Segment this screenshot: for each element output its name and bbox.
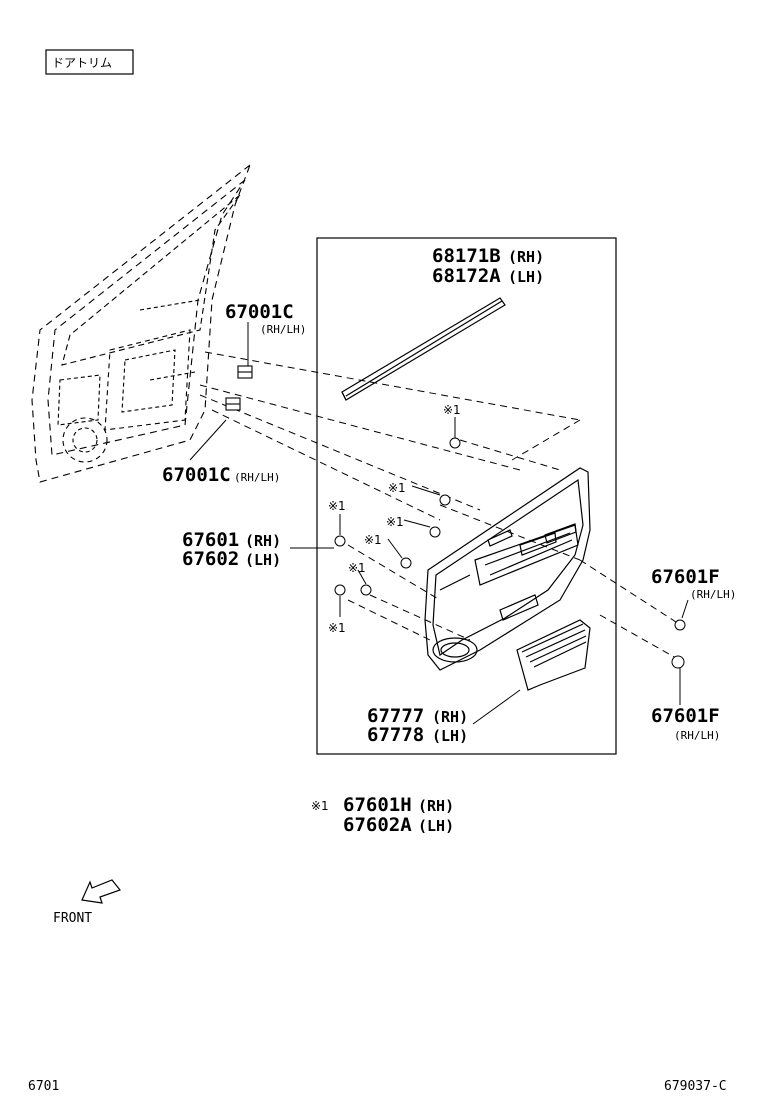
callout-67777-suffix: (RH) — [432, 708, 468, 726]
front-label: FRONT — [53, 911, 92, 926]
note-line2-suffix: (LH) — [418, 817, 454, 835]
note-mark-6: ※1 — [328, 621, 346, 635]
callout-68171b-suffix: (RH) — [508, 248, 544, 266]
callout-67601-suffix: (RH) — [245, 532, 281, 550]
note-mark-5: ※1 — [328, 499, 346, 513]
callout-67001c-bottom-suffix: (RH/LH) — [234, 471, 280, 484]
callout-67778-suffix: (LH) — [432, 727, 468, 745]
clip-icon — [225, 365, 253, 411]
callout-67001c-bottom: 67001C — [162, 464, 231, 486]
door-trim-panel — [424, 467, 591, 671]
weatherstrip-part — [341, 297, 506, 401]
callout-67601f-bottom-suffix: (RH/LH) — [674, 729, 720, 742]
callout-67001c-top: 67001C — [225, 301, 294, 323]
fastener-icon — [334, 437, 686, 669]
callout-67601f-top-suffix: (RH/LH) — [690, 588, 736, 601]
callout-67602-suffix: (LH) — [245, 551, 281, 569]
note-line1-suffix: (RH) — [418, 797, 454, 815]
callout-68171b: 68171B — [432, 245, 501, 267]
note-mark-2: ※1 — [388, 481, 406, 495]
footer-left-code: 6701 — [28, 1079, 59, 1094]
callout-68172a-suffix: (LH) — [508, 268, 544, 286]
door-frame-outline — [31, 163, 252, 483]
note-line2-number: 67602A — [343, 814, 412, 836]
callout-67601: 67601 — [182, 529, 239, 551]
note-block-mark: ※1 — [311, 799, 329, 813]
callout-67601f-bottom: 67601F — [651, 705, 720, 727]
header-box — [45, 49, 134, 75]
note-mark-3: ※1 — [386, 515, 404, 529]
detail-frame — [316, 237, 617, 755]
callout-68172a: 68172A — [432, 265, 501, 287]
callout-67777: 67777 — [367, 705, 424, 727]
callout-67601f-top: 67601F — [651, 566, 720, 588]
note-mark-7: ※1 — [348, 561, 366, 575]
note-mark-4: ※1 — [364, 533, 382, 547]
note-line1-number: 67601H — [343, 794, 412, 816]
guide-lines — [199, 351, 677, 659]
leader-lines — [189, 322, 689, 725]
note-mark-1: ※1 — [443, 403, 461, 417]
header-title: ドアトリム — [52, 56, 112, 70]
callout-67602: 67602 — [182, 548, 239, 570]
footer-right-code: 679037-C — [664, 1079, 727, 1094]
callout-67001c-top-suffix: (RH/LH) — [260, 323, 306, 336]
callout-67778: 67778 — [367, 724, 424, 746]
front-arrow-icon — [81, 879, 121, 904]
door-pocket-part — [516, 619, 591, 691]
